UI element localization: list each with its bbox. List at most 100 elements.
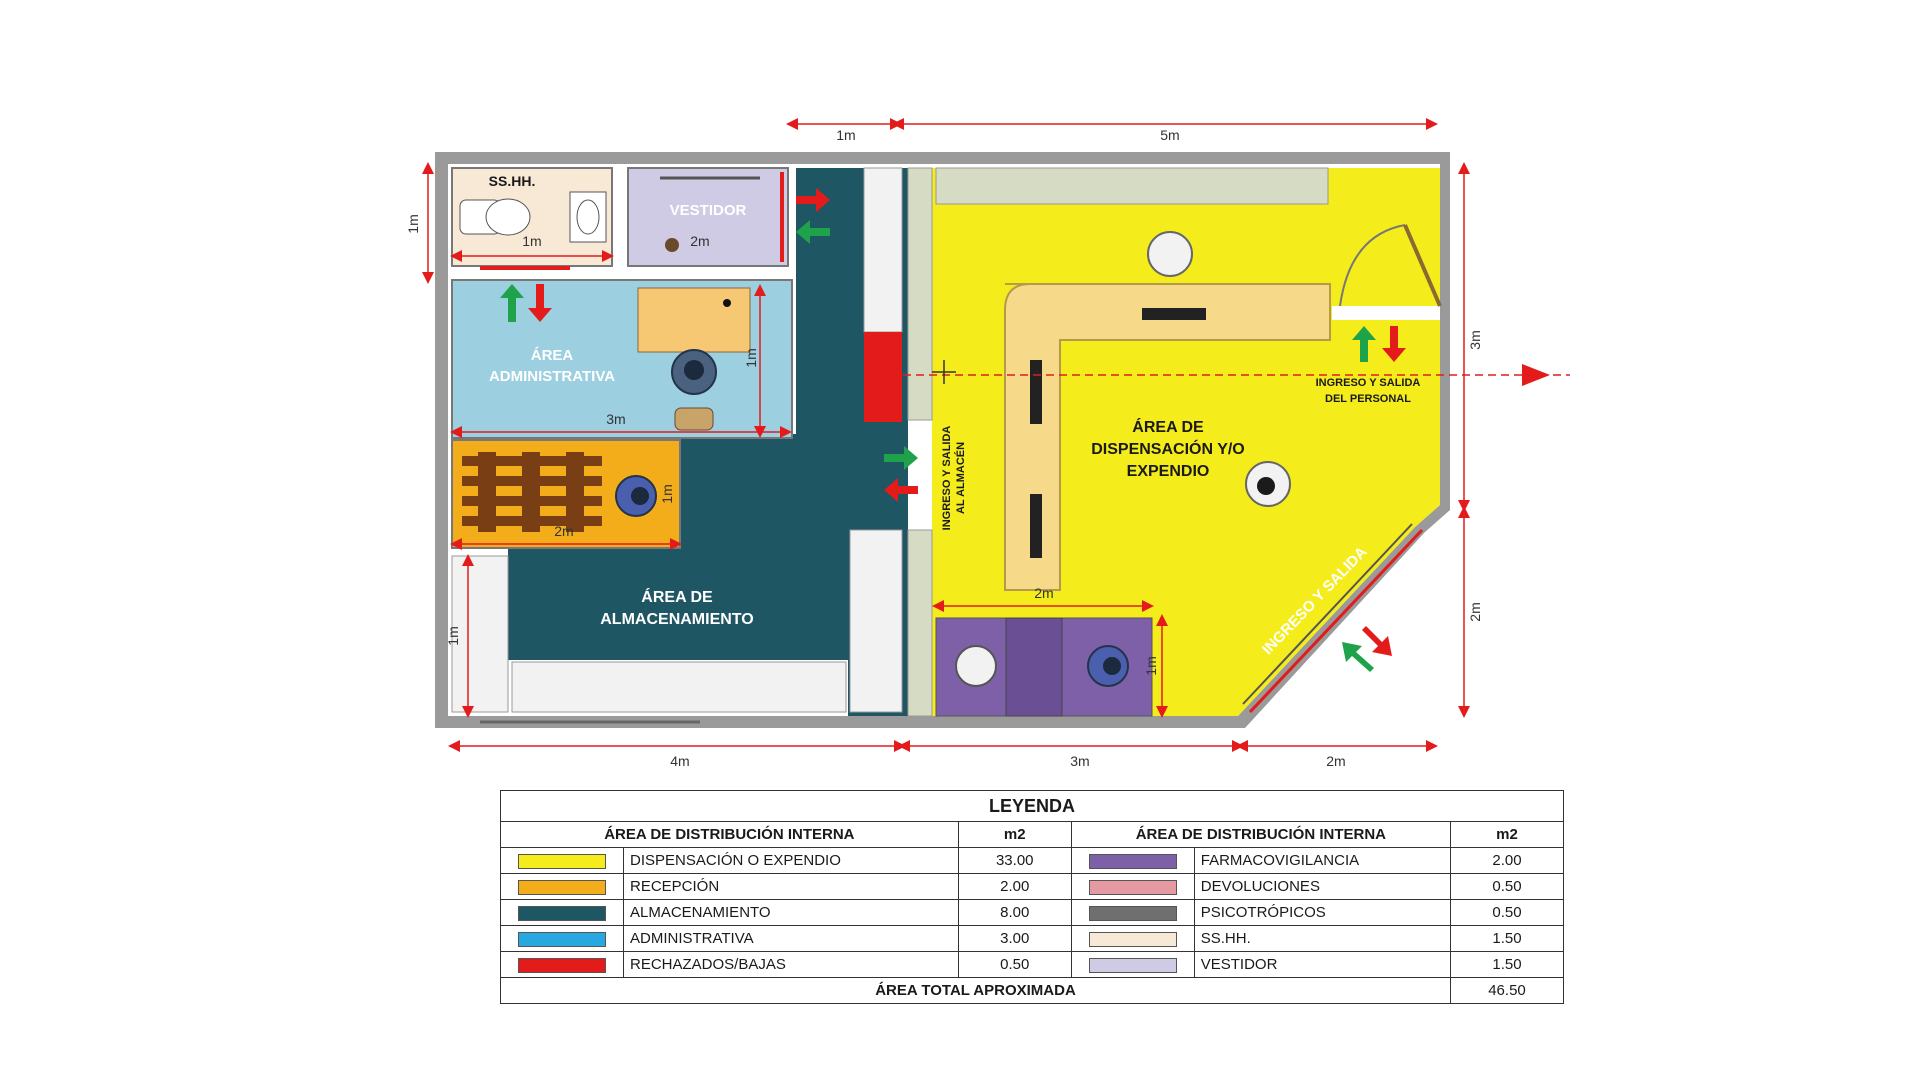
staff-door-label-2: DEL PERSONAL	[1325, 393, 1411, 405]
dim-admin-3m: 3m	[606, 411, 625, 427]
dim-left-bottom-1m: 1m	[445, 626, 461, 645]
legend-row: RECHAZADOS/BAJAS 0.50 VESTIDOR 1.50	[500, 951, 1564, 978]
arrow-up-sshh-icon	[500, 284, 524, 322]
legend-row: DISPENSACIÓN O EXPENDIO 33.00 FARMACOVIG…	[500, 847, 1564, 874]
dim-recep-2m: 2m	[554, 523, 573, 539]
bottom-shelf	[511, 661, 847, 713]
sshh-bowl-icon	[485, 198, 531, 236]
recepcion-worker-head-icon	[631, 487, 649, 505]
rechazados-area	[864, 332, 902, 422]
legend-row: ALMACENAMIENTO 8.00 PSICOTRÓPICOS 0.50	[500, 899, 1564, 926]
almacen-door-label-2: AL ALMACÉN	[954, 442, 967, 514]
arrow-in-main-icon	[1342, 642, 1374, 672]
legend-value: 1.50	[1450, 925, 1564, 952]
almacen-shelf-top	[863, 167, 903, 333]
legend-header-m2-right: m2	[1450, 821, 1564, 848]
almacenamiento-label-2: ALMACENAMIENTO	[600, 611, 753, 628]
almacenamiento-area	[508, 168, 908, 716]
farmacovigilancia-desk	[1005, 617, 1063, 717]
legend-value: 2.00	[1450, 847, 1564, 874]
legend-total-row: ÁREA TOTAL APROXIMADA 46.50	[500, 977, 1564, 1004]
vestidor-label: VESTIDOR	[670, 202, 747, 219]
staff-door-swing	[1339, 224, 1406, 307]
counter	[1004, 283, 1331, 591]
left-shelf	[451, 555, 509, 713]
arrow-out-main-icon	[1362, 626, 1392, 656]
flow-arrows	[500, 188, 1550, 672]
legend-swatch	[518, 957, 606, 973]
cashier-icon	[1147, 231, 1193, 277]
legend-swatch	[518, 905, 606, 921]
admin-worker-head-icon	[684, 360, 704, 380]
legend-swatch	[518, 879, 606, 895]
admin-desk-dot	[723, 299, 731, 307]
legend-header-area-left: ÁREA DE DISTRIBUCIÓN INTERNA	[500, 821, 959, 848]
exterior-arrow-icon	[1522, 364, 1550, 386]
dim-recep-1m: 1m	[659, 484, 675, 503]
sshh-basin-icon	[576, 199, 600, 235]
admin-desk	[637, 287, 751, 353]
legend-title: LEYENDA	[500, 790, 1564, 822]
legend-value: 1.50	[1450, 951, 1564, 978]
pos-monitor-2	[1030, 360, 1042, 424]
legend-row: RECEPCIÓN 2.00 DEVOLUCIONES 0.50	[500, 873, 1564, 900]
dim-bottom-2m: 2m	[1326, 753, 1345, 769]
vestidor-stool-icon	[665, 238, 679, 252]
legend-value: 0.50	[957, 951, 1072, 978]
dim-farmaco-1m: 1m	[1143, 656, 1159, 675]
staff-door-frame	[1332, 306, 1440, 320]
legend-name: DISPENSACIÓN O EXPENDIO	[623, 847, 959, 874]
legend-value: 33.00	[957, 847, 1072, 874]
floor-plan: SS.HH. VESTIDOR ÁREA ADMINISTRATIVA	[405, 118, 1570, 769]
main-door-inner	[1242, 523, 1413, 705]
dim-right-2m: 2m	[1467, 602, 1483, 621]
partition-wall-bottom	[907, 529, 933, 717]
dispensacion-label-2: DISPENSACIÓN Y/O	[1091, 439, 1245, 458]
legend-swatch	[1088, 957, 1177, 973]
dim-right-3m: 3m	[1467, 330, 1483, 349]
legend-table: LEYENDA ÁREA DE DISTRIBUCIÓN INTERNA m2 …	[500, 790, 1564, 1004]
almacen-door-label-1: INGRESO Y SALIDA	[941, 426, 953, 531]
legend-name: DEVOLUCIONES	[1193, 873, 1452, 900]
main-door	[1248, 528, 1424, 714]
legend-swatch	[1088, 931, 1177, 947]
arrow-up-staff-icon	[1352, 326, 1376, 362]
dim-left-1m: 1m	[405, 214, 421, 233]
back-shelf	[935, 167, 1329, 205]
administrativa-label-1: ÁREA	[531, 347, 574, 364]
staff-door-label-1: INGRESO Y SALIDA	[1316, 377, 1421, 389]
farmaco-worker-2-head-icon	[1103, 657, 1121, 675]
almacenamiento-label-1: ÁREA DE	[641, 587, 713, 606]
admin-chair-icon	[674, 407, 714, 431]
legend-value: 0.50	[1450, 899, 1564, 926]
legend-total-value: 46.50	[1450, 977, 1564, 1004]
sshh-label: SS.HH.	[489, 173, 536, 189]
pallets	[462, 452, 602, 532]
legend-header-m2-left: m2	[957, 821, 1072, 848]
arrow-down-sshh-icon	[528, 284, 552, 322]
dimensions	[422, 118, 1470, 752]
legend-swatch	[518, 853, 606, 869]
legend-name: FARMACOVIGILANCIA	[1193, 847, 1452, 874]
arrow-left-almacen-icon	[884, 478, 918, 502]
legend-name: PSICOTRÓPICOS	[1193, 899, 1452, 926]
pos-monitor-1	[1142, 308, 1206, 320]
legend-name: VESTIDOR	[1193, 951, 1452, 978]
legend-name: SS.HH.	[1193, 925, 1452, 952]
legend-row: ADMINISTRATIVA 3.00 SS.HH. 1.50	[500, 925, 1564, 952]
arrow-down-staff-icon	[1382, 326, 1406, 362]
farmaco-worker-1-icon	[955, 645, 997, 687]
legend-swatch	[518, 931, 606, 947]
administrativa-label-2: ADMINISTRATIVA	[489, 368, 615, 385]
legend-swatch	[1088, 879, 1177, 895]
pos-monitor-3	[1030, 494, 1042, 558]
almacen-shelf-bottom	[849, 529, 903, 713]
legend-name: ADMINISTRATIVA	[623, 925, 959, 952]
dispensacion-label-1: ÁREA DE	[1132, 417, 1204, 436]
dim-top-1m: 1m	[836, 127, 855, 143]
dim-farmaco-2m: 2m	[1034, 585, 1053, 601]
legend-value: 8.00	[957, 899, 1072, 926]
legend-swatch	[1088, 853, 1177, 869]
legend-total-label: ÁREA TOTAL APROXIMADA	[500, 977, 1451, 1004]
legend-header-area-right: ÁREA DE DISTRIBUCIÓN INTERNA	[1070, 821, 1452, 848]
